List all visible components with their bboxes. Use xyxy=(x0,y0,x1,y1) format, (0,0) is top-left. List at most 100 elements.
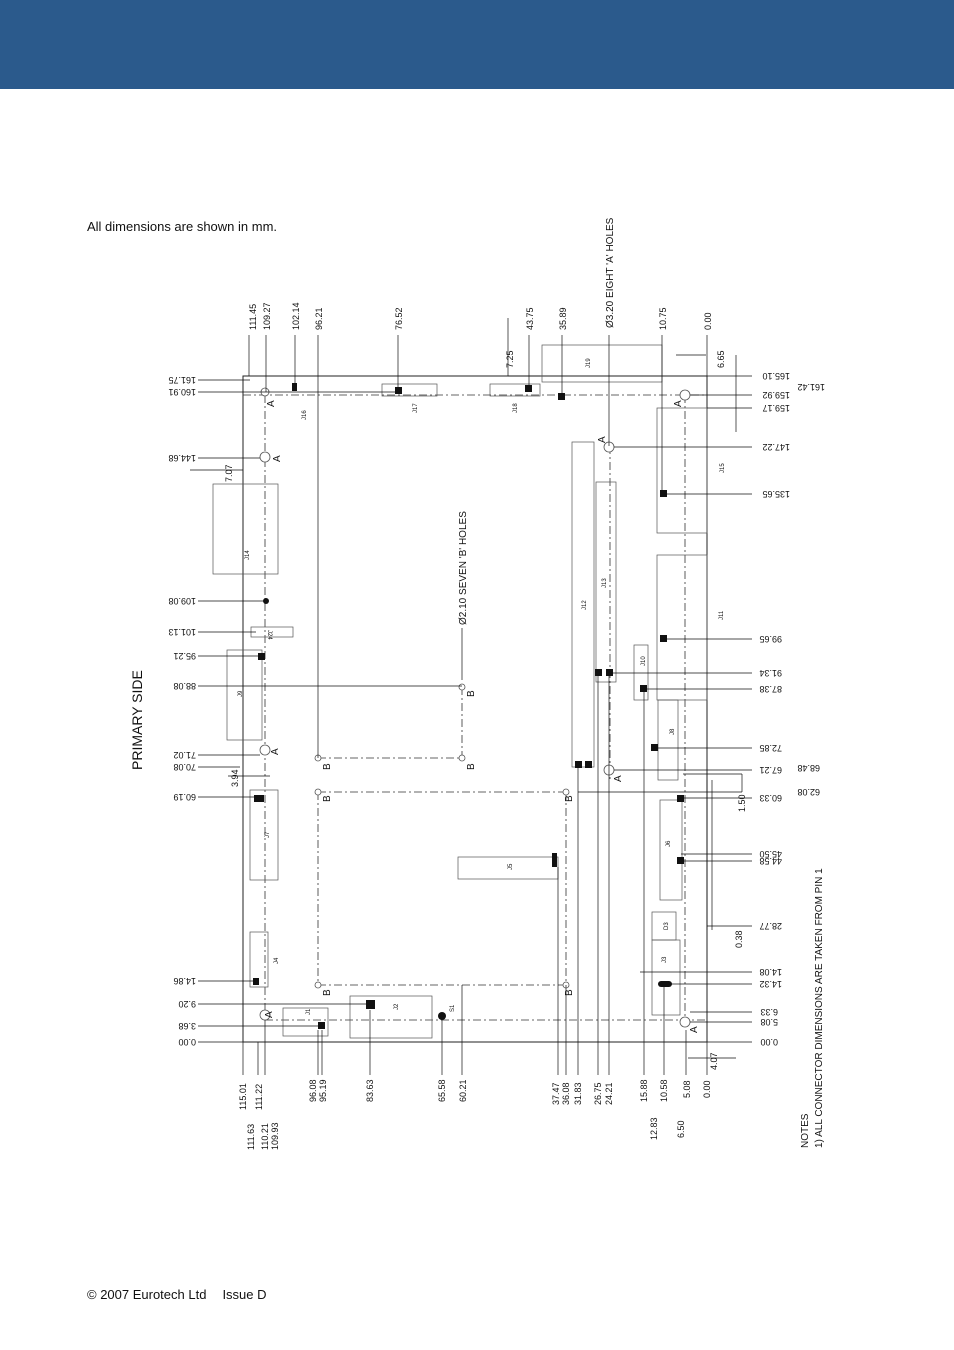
dim-right-91-34: 91.34 xyxy=(759,668,782,678)
dim-bottom-83-63: 83.63 xyxy=(365,1079,375,1102)
dim-bottom-60-21: 60.21 xyxy=(458,1079,468,1102)
issue-text: Issue D xyxy=(222,1287,267,1302)
dim-bottom-96-08: 96.08 xyxy=(308,1079,318,1102)
dim-left-70-08: 70.08 xyxy=(173,762,196,772)
dim-bottom-36-08: 36.08 xyxy=(561,1082,571,1105)
dim-left-14-86: 14.86 xyxy=(173,976,196,986)
connector-label-j19: J19 xyxy=(586,358,592,368)
hole-a-letter: A xyxy=(272,455,283,462)
dim-bottom-65-58: 65.58 xyxy=(437,1079,447,1102)
connector-label-j14: J14 xyxy=(245,550,251,560)
dim-right-62-08: 62.08 xyxy=(797,787,820,797)
connector-label-j6: J6 xyxy=(666,840,672,847)
dim-left-9-20: 9.20 xyxy=(178,999,196,1009)
dim-bottom-109-93: 109.93 xyxy=(270,1122,280,1150)
dim-right-14-32: 14.32 xyxy=(759,979,782,989)
top-leaders xyxy=(248,318,708,758)
header-banner xyxy=(0,0,954,89)
connector-outlines xyxy=(212,344,708,1039)
connector-label-j24: J24 xyxy=(266,630,272,640)
dim-bottom-111-22: 111.22 xyxy=(254,1084,264,1110)
hole-b-letter: B xyxy=(322,763,333,770)
dim-bottom-6-50: 6.50 xyxy=(676,1120,686,1138)
dim-right-0-00: 0.00 xyxy=(760,1037,778,1047)
connector-label-j12: J12 xyxy=(582,600,588,610)
connector-label-j4: J4 xyxy=(274,957,280,964)
connector-label-j18: J18 xyxy=(513,403,519,413)
dim-right-67-21: 67.21 xyxy=(759,765,782,775)
hole-a-label: Ø3.20 EIGHT 'A' HOLES xyxy=(605,217,616,328)
dim-right-1-50: 1.50 xyxy=(737,794,747,812)
dim-bottom-12-83: 12.83 xyxy=(649,1117,659,1140)
dim-left-3-94: 3.94 xyxy=(230,769,240,787)
hole-a-letter: A xyxy=(597,436,608,443)
connector-label-j11: J11 xyxy=(719,610,725,620)
hole-b-label: Ø2.10 SEVEN 'B' HOLES xyxy=(458,511,469,625)
hole-a-letter: A xyxy=(673,400,684,407)
dim-right-72-85: 72.85 xyxy=(759,743,782,753)
hole-b-letter: B xyxy=(564,795,575,802)
hole-b-letter: B xyxy=(466,763,477,770)
hole-b-letter: B xyxy=(466,690,477,697)
hole-a-letter: A xyxy=(689,1026,700,1033)
side-label: PRIMARY SIDE xyxy=(129,670,145,770)
hole-b-letter: B xyxy=(322,795,333,802)
connector-label-j10: J10 xyxy=(641,656,647,666)
connector-label-j7: J7 xyxy=(265,831,271,838)
notes-title: NOTES xyxy=(800,1113,811,1148)
dim-bottom-4-07: 4.07 xyxy=(709,1052,719,1070)
dim-top-0-00: 0.00 xyxy=(703,312,713,330)
dim-top-111-45: 111.45 xyxy=(248,304,258,330)
hole-centerlines xyxy=(243,394,707,1021)
dim-bottom-24-21: 24.21 xyxy=(604,1082,614,1105)
connector-label-j8: J8 xyxy=(670,728,676,735)
notes-line-1: 1) ALL CONNECTOR DIMENSIONS ARE TAKEN FR… xyxy=(814,868,825,1148)
dim-bottom-31-83: 31.83 xyxy=(573,1082,583,1105)
dim-right-45-50: 45.50 xyxy=(759,849,782,859)
dim-bottom-26-75: 26.75 xyxy=(593,1082,603,1105)
right-leaders xyxy=(578,354,752,1043)
dim-right-147-22: 147.22 xyxy=(762,442,790,452)
dim-bottom-111-63: 111.63 xyxy=(246,1124,256,1150)
dim-bottom-95-19: 95.19 xyxy=(318,1079,328,1102)
units-note: All dimensions are shown in mm. xyxy=(87,219,278,234)
dim-top-43-75: 43.75 xyxy=(525,307,535,330)
dim-right-99-65: 99.65 xyxy=(759,634,782,644)
dim-right-165-10: 165.10 xyxy=(762,371,790,381)
dim-bottom-110-21: 110.21 xyxy=(260,1123,270,1150)
hole-b-letter: B xyxy=(564,989,575,996)
mounting-holes xyxy=(259,387,691,1028)
hole-b-letter: B xyxy=(322,989,333,996)
dim-bottom-115-01: 115.01 xyxy=(238,1083,248,1110)
dim-left-3-68: 3.68 xyxy=(178,1021,196,1031)
dim-bottom-15-88: 15.88 xyxy=(639,1079,649,1102)
dim-top-76-52: 76.52 xyxy=(394,307,404,330)
dim-right-135-65: 135.65 xyxy=(762,489,790,499)
dim-right-6-33: 6.33 xyxy=(760,1007,778,1017)
board-outline xyxy=(242,375,708,1043)
dim-top-35-89: 35.89 xyxy=(558,307,568,330)
connector-label-j2: J2 xyxy=(394,1003,400,1010)
dim-left-7-07: 7.07 xyxy=(224,464,234,482)
connector-label-j17: J17 xyxy=(413,403,419,413)
connector-label-j1: J1 xyxy=(306,1008,312,1015)
hole-a-letter: A xyxy=(264,1011,275,1018)
dim-left-0-00: 0.00 xyxy=(178,1037,196,1047)
bottom-leaders xyxy=(242,676,736,1075)
dim-right-0-38: 0.38 xyxy=(734,930,744,948)
dim-top-10-75: 10.75 xyxy=(658,307,668,330)
left-leaders xyxy=(190,379,462,1043)
dim-left-101-13: 101.13 xyxy=(168,627,196,637)
dim-right-161-42: 161.42 xyxy=(797,382,825,392)
hole-a-letter: A xyxy=(270,748,281,755)
dim-right-14-08: 14.08 xyxy=(759,967,782,977)
connector-label-j13: J13 xyxy=(602,578,608,588)
dim-left-161-75: 161.75 xyxy=(168,375,196,385)
dim-right-60-33: 60.33 xyxy=(759,793,782,803)
connector-label-j9: J9 xyxy=(238,690,244,697)
dim-top-102-14: 102.14 xyxy=(291,302,301,330)
dim-left-160-91: 160.91 xyxy=(168,387,196,397)
dim-top-6-65: 6.65 xyxy=(716,350,726,368)
